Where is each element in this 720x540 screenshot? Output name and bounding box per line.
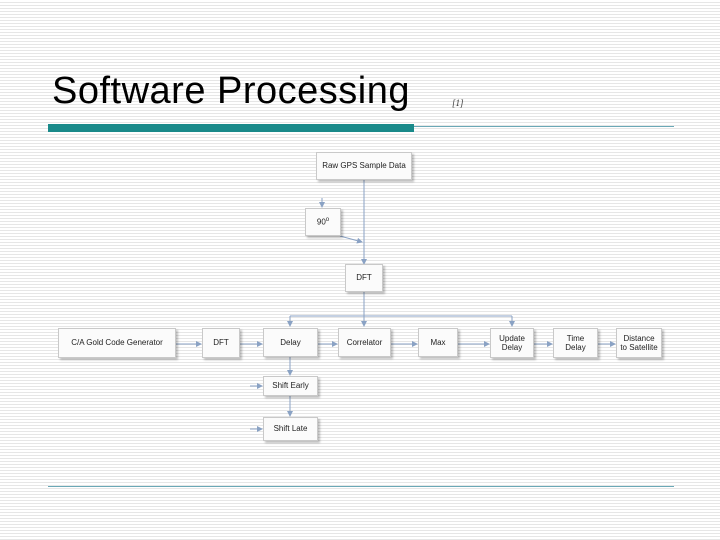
max-box: Max xyxy=(418,328,458,357)
title-accent-bar xyxy=(48,124,414,132)
update-delay-label: Update Delay xyxy=(499,333,525,352)
raw-gps-sample-data-box: Raw GPS Sample Data xyxy=(316,152,412,180)
max-label: Max xyxy=(430,337,446,347)
update-delay-box: Update Delay xyxy=(490,328,534,358)
correlator-label: Correlator xyxy=(346,337,383,347)
ca-gold-code-generator-label: C/A Gold Code Generator xyxy=(71,338,163,348)
footer-rule xyxy=(48,486,674,487)
ninety-degree-label: 90o xyxy=(316,217,330,227)
ninety-degree-box: 90o xyxy=(305,208,341,236)
ca-gold-code-generator-box: C/A Gold Code Generator xyxy=(58,328,176,358)
delay-box: Delay xyxy=(263,328,318,357)
dft-box: DFT xyxy=(345,264,383,292)
shift-early-box: Shift Early xyxy=(263,376,318,396)
dft-second-box: DFT xyxy=(202,328,240,358)
shift-late-box: Shift Late xyxy=(263,417,318,441)
dft-second-label: DFT xyxy=(213,338,229,348)
dft-label: DFT xyxy=(356,273,372,283)
time-delay-label: Time Delay xyxy=(565,333,586,352)
arrow-90-to-trunk xyxy=(339,235,363,244)
raw-gps-sample-data-label: Raw GPS Sample Data xyxy=(322,161,406,171)
time-delay-box: Time Delay xyxy=(553,328,598,358)
shift-late-label: Shift Late xyxy=(273,424,308,434)
title-rule xyxy=(414,126,674,127)
reference-marker: [1] xyxy=(452,98,464,108)
correlator-box: Correlator xyxy=(338,328,391,357)
delay-label: Delay xyxy=(280,337,301,347)
slide-title: Software Processing xyxy=(52,70,410,112)
shift-early-label: Shift Early xyxy=(272,381,309,391)
distance-to-satellite-box: Distance to Satellite xyxy=(616,328,662,358)
distance-to-satellite-label: Distance to Satellite xyxy=(620,333,658,352)
